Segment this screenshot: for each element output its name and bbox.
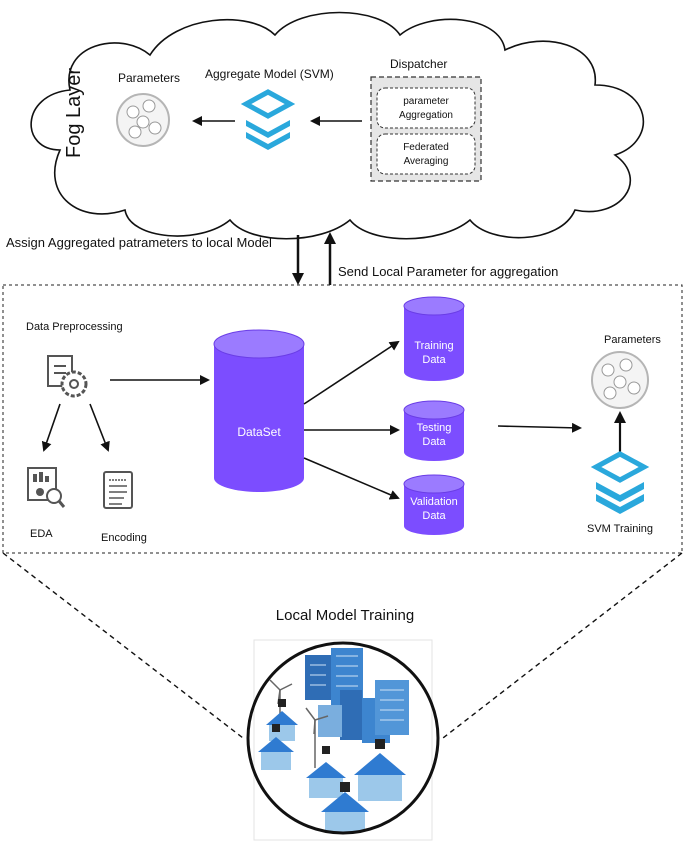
fog-parameters-icon bbox=[116, 93, 170, 147]
skyscrapers bbox=[305, 648, 409, 743]
solar-house-icon bbox=[258, 699, 406, 833]
validation-data-line2: Data bbox=[422, 510, 446, 522]
dataset-cylinder bbox=[213, 329, 305, 492]
arrow-testing-to-params bbox=[497, 422, 582, 433]
assign-label: Assign Aggregated patrameters to local M… bbox=[6, 235, 272, 250]
training-data-line2: Data bbox=[422, 354, 446, 366]
svm-training-icon bbox=[590, 451, 650, 514]
dataset-label: DataSet bbox=[237, 425, 281, 439]
dispatch-aggregation-line1: parameter bbox=[403, 96, 449, 107]
local-model-training-title: Local Model Training bbox=[276, 607, 414, 624]
encoding-doc-icon bbox=[103, 471, 133, 509]
svm-training-label: SVM Training bbox=[587, 523, 653, 535]
training-data-cylinder bbox=[403, 296, 465, 381]
testing-data-line2: Data bbox=[422, 436, 446, 448]
eda-chart-icon bbox=[27, 467, 66, 508]
fog-cloud bbox=[30, 11, 644, 240]
fog-layer-label: Fog Layer bbox=[63, 68, 85, 158]
send-label: Send Local Parameter for aggregation bbox=[338, 264, 558, 279]
aggregate-model-label: Aggregate Model (SVM) bbox=[205, 67, 334, 81]
validation-data-cylinder bbox=[403, 474, 465, 535]
arrow-to-validation bbox=[303, 457, 400, 500]
eda-label: EDA bbox=[30, 528, 53, 540]
preprocessing-gear-icon bbox=[47, 355, 88, 398]
dispatch-averaging-line1: Federated bbox=[403, 142, 449, 153]
training-data-line1: Training bbox=[414, 340, 453, 352]
dispatch-aggregation-line2: Aggregation bbox=[399, 110, 453, 121]
zoom-line-right bbox=[442, 552, 683, 739]
preprocessing-label: Data Preprocessing bbox=[26, 321, 123, 333]
validation-data-line1: Validation bbox=[410, 496, 458, 508]
testing-data-line1: Testing bbox=[417, 422, 452, 434]
arrow-prep-to-eda bbox=[41, 403, 61, 452]
arrow-to-training bbox=[303, 340, 400, 405]
fog-parameters-label: Parameters bbox=[118, 71, 180, 85]
local-parameters-icon bbox=[591, 351, 649, 409]
dispatcher-label: Dispatcher bbox=[390, 57, 447, 71]
smart-city-illustration bbox=[246, 639, 440, 841]
dispatch-averaging-box bbox=[376, 133, 476, 175]
zoom-line-left bbox=[2, 552, 244, 739]
testing-data-cylinder bbox=[403, 400, 465, 461]
svm-layers-icon bbox=[240, 89, 296, 150]
local-parameters-label: Parameters bbox=[604, 334, 661, 346]
local-region-box bbox=[2, 284, 683, 554]
arrow-prep-to-encoding bbox=[89, 403, 110, 452]
dispatch-aggregation-box bbox=[376, 87, 476, 129]
encoding-label: Encoding bbox=[101, 532, 147, 544]
dispatch-averaging-line2: Averaging bbox=[404, 156, 449, 167]
